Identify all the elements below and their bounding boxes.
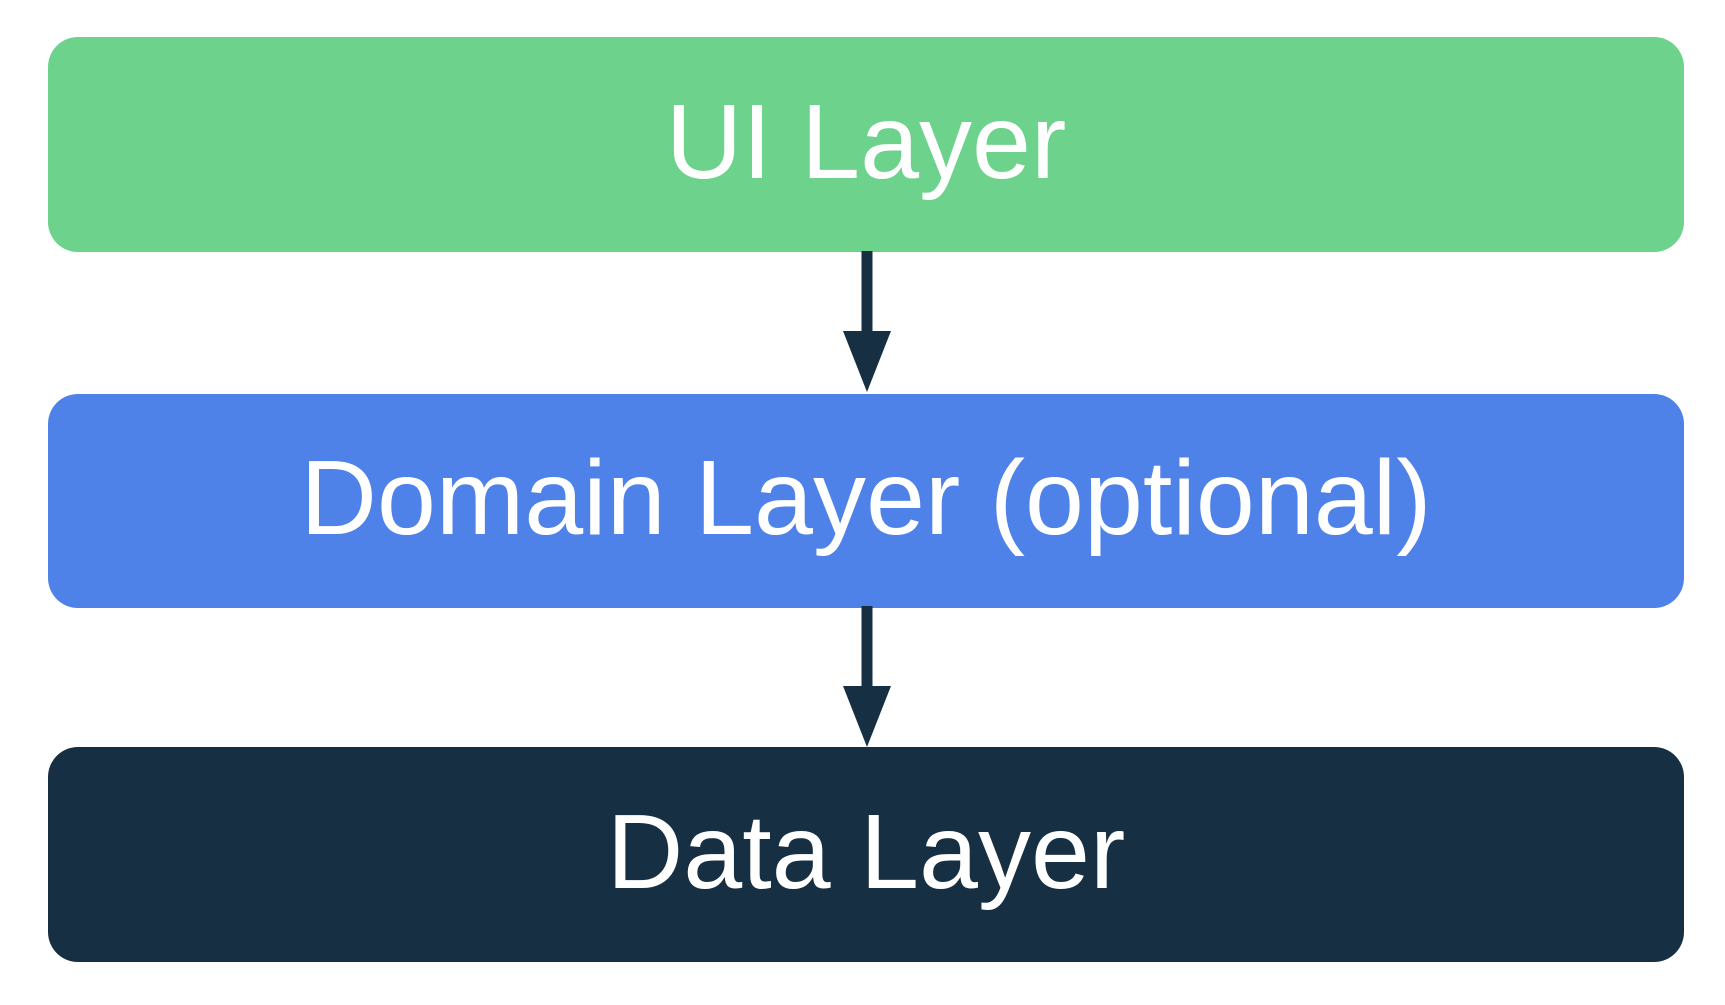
down-arrow-icon (843, 251, 891, 392)
down-arrow-icon (843, 606, 891, 747)
data-layer-box: Data Layer (48, 747, 1684, 962)
ui-layer-label: UI Layer (665, 82, 1067, 201)
ui-layer-box: UI Layer (48, 37, 1684, 252)
data-layer-label: Data Layer (606, 792, 1126, 911)
domain-layer-box: Domain Layer (optional) (48, 394, 1684, 608)
domain-layer-label: Domain Layer (optional) (300, 439, 1432, 557)
